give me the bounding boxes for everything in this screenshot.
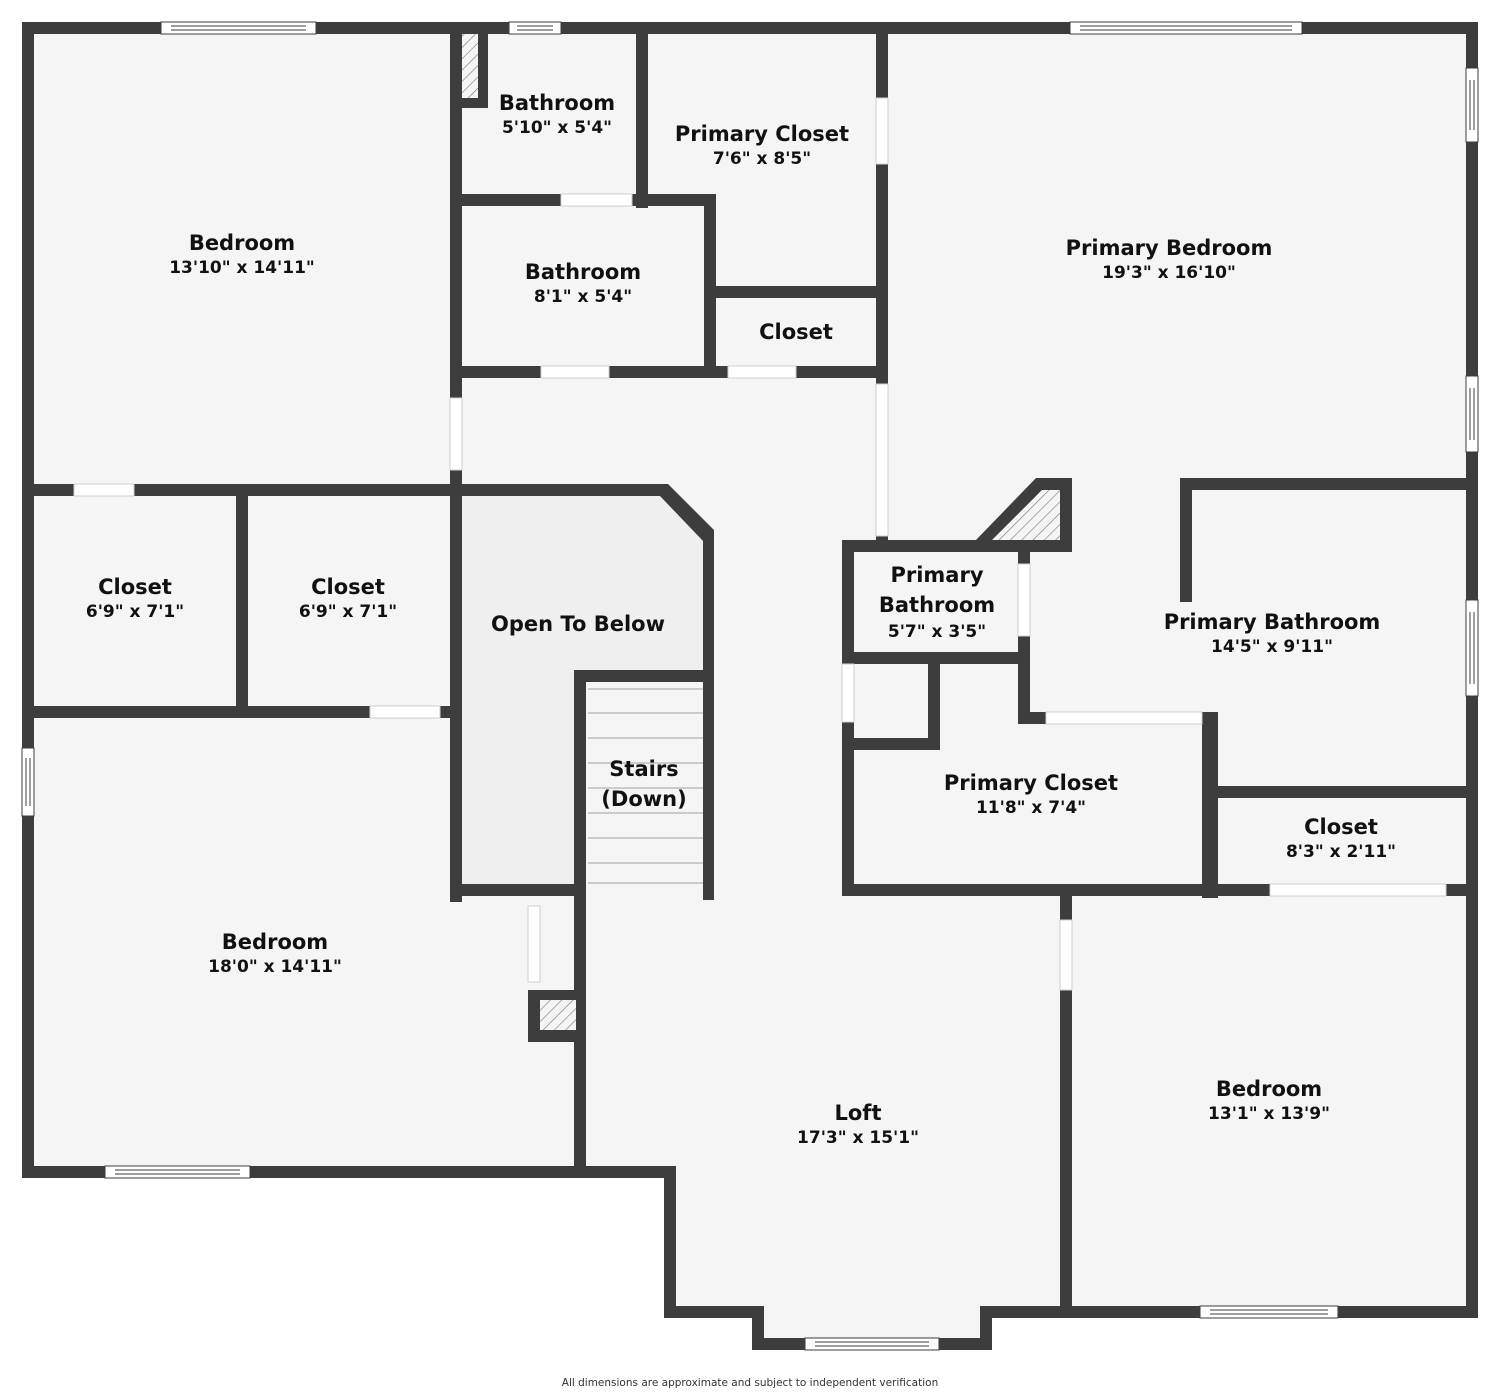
- window-bath-top: [508, 21, 562, 35]
- room-name: Closet: [98, 575, 172, 599]
- room-dims: 8'1" x 5'4": [533, 287, 633, 307]
- room-open-to-below[interactable]: Open To Below: [491, 611, 665, 637]
- room-name: Primary Closet: [943, 771, 1119, 795]
- room-name-2: (Down): [601, 787, 687, 811]
- room-dims: 8'3" x 2'11": [1285, 842, 1397, 862]
- room-dims: 17'3" x 15'1": [797, 1128, 919, 1148]
- room-dims: 5'10" x 5'4": [501, 118, 613, 138]
- room-primary-closet-bottom[interactable]: Primary Closet 11'8" x 7'4": [944, 770, 1118, 820]
- room-closet-left[interactable]: Closet 6'9" x 7'1": [86, 574, 184, 624]
- stairs-area[interactable]: [588, 684, 704, 884]
- room-name: Bathroom: [524, 260, 642, 284]
- room-dims: 14'5" x 9'11": [1211, 637, 1333, 657]
- door-openings: [73, 97, 1447, 991]
- room-dims: 5'7" x 3'5": [887, 622, 987, 642]
- room-bedroom-se[interactable]: Bedroom 13'1" x 13'9": [1208, 1076, 1330, 1126]
- room-primary-bedroom[interactable]: Primary Bedroom 19'3" x 16'10": [1066, 235, 1273, 285]
- room-bedroom-sw[interactable]: Bedroom 18'0" x 14'11": [208, 929, 342, 979]
- room-name: Open To Below: [491, 612, 665, 636]
- room-name: Loft: [834, 1101, 882, 1125]
- room-bathroom-mid[interactable]: Bathroom 8'1" x 5'4": [525, 259, 641, 309]
- room-name: Bedroom: [188, 231, 296, 255]
- room-dims: 11'8" x 7'4": [975, 798, 1087, 818]
- room-dims: 13'1" x 13'9": [1208, 1104, 1330, 1124]
- stair-treads: [588, 688, 703, 884]
- room-primary-bathroom-small[interactable]: Primary Bathroom 5'7" x 3'5": [879, 560, 995, 644]
- room-dims: 6'9" x 7'1": [85, 602, 185, 622]
- room-dims: 6'9" x 7'1": [298, 602, 398, 622]
- room-name: Primary Bedroom: [1065, 236, 1273, 260]
- room-primary-bathroom[interactable]: Primary Bathroom 14'5" x 9'11": [1164, 609, 1381, 659]
- window-east-3: [1465, 599, 1479, 697]
- room-name: Primary Bathroom: [1163, 610, 1381, 634]
- window-se-bottom: [1199, 1305, 1339, 1319]
- room-closet-right[interactable]: Closet 8'3" x 2'11": [1286, 814, 1396, 864]
- window-primary-top: [1069, 21, 1303, 35]
- room-name: Bathroom: [498, 91, 616, 115]
- room-name-2: Bathroom: [878, 593, 996, 617]
- room-dims: 13'10" x 14'11": [169, 258, 315, 278]
- room-loft[interactable]: Loft 17'3" x 15'1": [797, 1100, 919, 1150]
- room-name: Primary Closet: [674, 122, 850, 146]
- floor-area: [28, 28, 1472, 1344]
- room-dims: 18'0" x 14'11": [208, 957, 342, 977]
- window-loft-bottom: [804, 1337, 940, 1351]
- chimney-primary: [994, 490, 1060, 540]
- window-west: [21, 747, 35, 817]
- disclaimer: All dimensions are approximate and subje…: [561, 1377, 939, 1389]
- room-name: Closet: [311, 575, 385, 599]
- room-primary-closet-top[interactable]: Primary Closet 7'6" x 8'5": [675, 121, 849, 171]
- room-bedroom-nw[interactable]: Bedroom 13'10" x 14'11": [169, 230, 315, 280]
- room-name: Bedroom: [1215, 1077, 1323, 1101]
- room-dims: 7'6" x 8'5": [712, 149, 812, 169]
- chimney-top: [462, 34, 478, 98]
- room-name: Primary: [890, 563, 984, 587]
- room-name: Closet: [1304, 815, 1378, 839]
- room-name: Closet: [759, 320, 833, 344]
- window-nw-top: [160, 21, 317, 35]
- room-closet-mid[interactable]: Closet 6'9" x 7'1": [299, 574, 397, 624]
- chimney-loft: [540, 1000, 576, 1030]
- room-name: Bedroom: [221, 930, 329, 954]
- room-stairs[interactable]: Stairs (Down): [601, 754, 686, 814]
- room-closet-top[interactable]: Closet: [759, 319, 833, 345]
- windows: [21, 21, 1479, 1351]
- window-east-1: [1465, 67, 1479, 143]
- window-sw-bottom: [104, 1165, 251, 1179]
- window-east-2: [1465, 375, 1479, 453]
- room-name: Stairs: [609, 757, 679, 781]
- room-bathroom-top[interactable]: Bathroom 5'10" x 5'4": [499, 90, 615, 140]
- room-dims: 19'3" x 16'10": [1102, 263, 1236, 283]
